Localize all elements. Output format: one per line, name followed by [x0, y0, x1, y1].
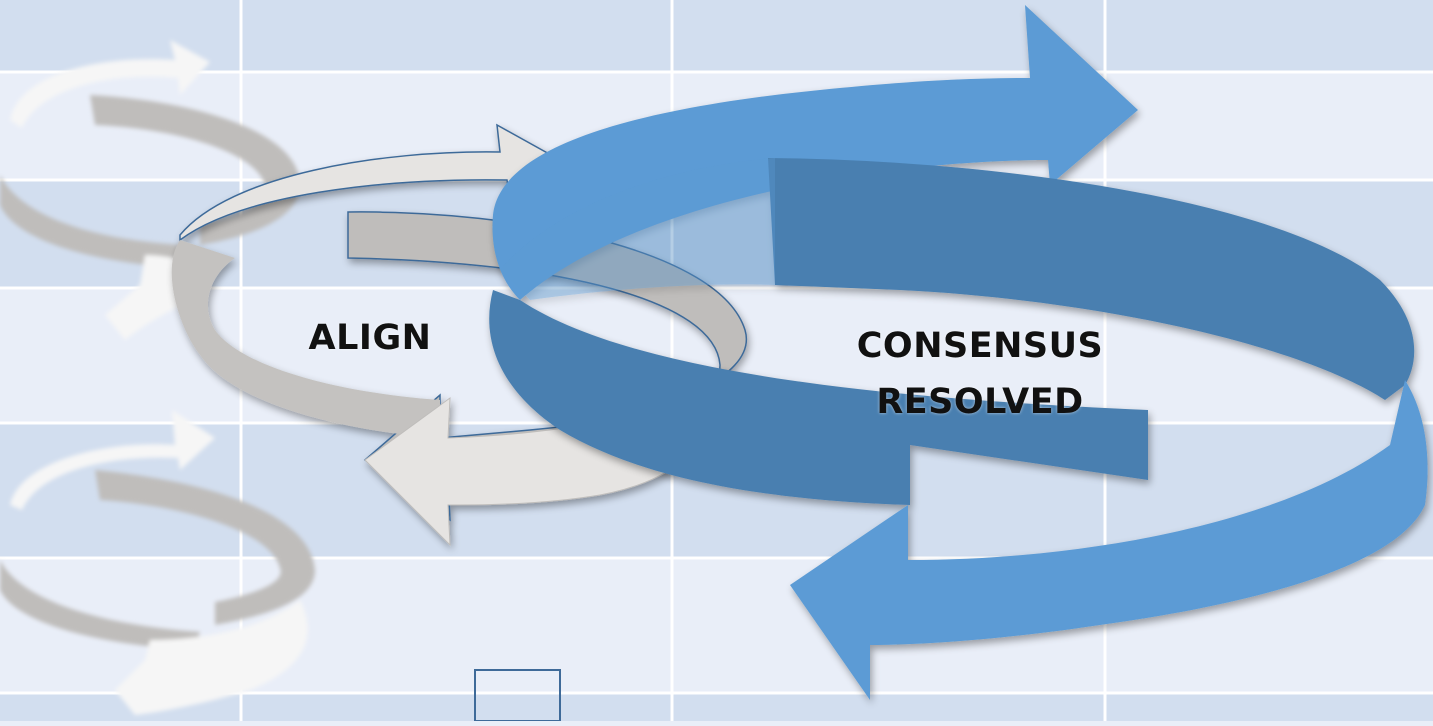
consensus-cycle-arrow: [489, 5, 1428, 700]
consensus-label-line1: CONSENSUS: [856, 326, 1104, 366]
consensus-resolved-label: CONSENSUS RESOLVED: [820, 318, 1140, 430]
consensus-label-line2: RESOLVED: [876, 382, 1084, 422]
align-label: ALIGN: [308, 318, 432, 358]
small-cycle-arrow-bottom: [0, 410, 315, 715]
